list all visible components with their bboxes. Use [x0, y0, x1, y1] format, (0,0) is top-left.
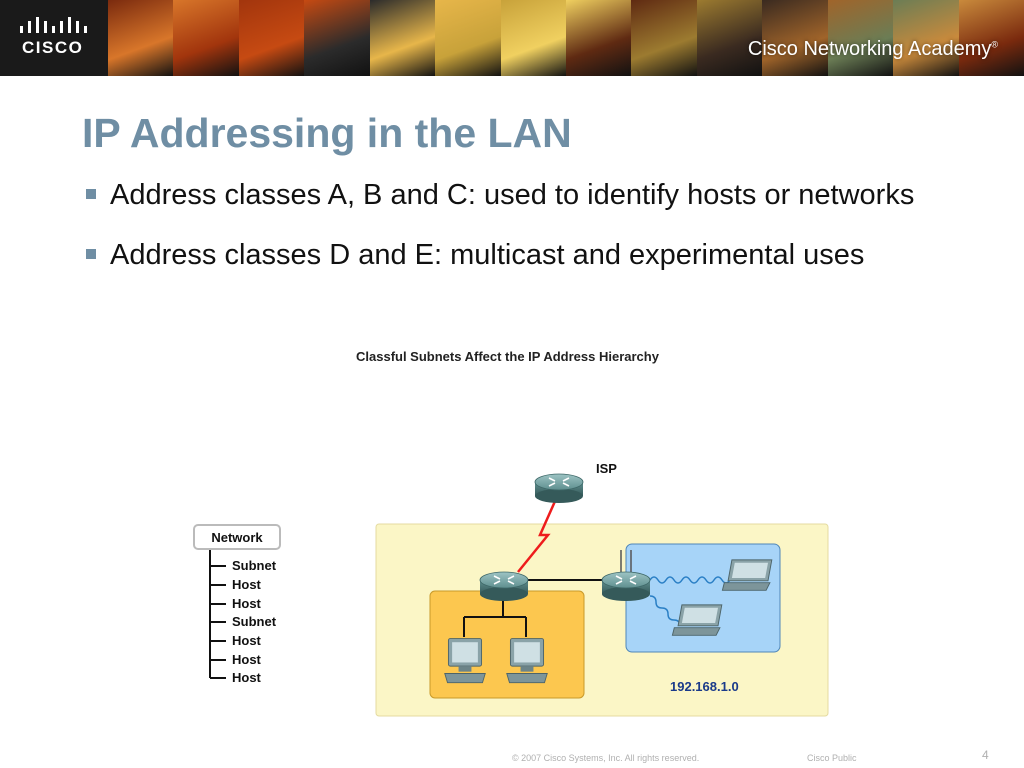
figure-caption: Classful Subnets Affect the IP Address H… [356, 349, 659, 364]
bullet-square-icon [86, 249, 96, 259]
tree-branch: Host [210, 596, 262, 611]
photo-tile [435, 0, 502, 76]
photo-tile [369, 0, 437, 76]
tree-child-label: Host [232, 670, 262, 685]
isp-label: ISP [596, 461, 617, 476]
tree-branch: Host [210, 670, 262, 685]
photo-tile [173, 0, 240, 76]
tree-child-label: Host [232, 652, 262, 667]
photo-tile [108, 0, 175, 76]
network-node-label: Network [211, 530, 263, 545]
tree-child-label: Host [232, 577, 262, 592]
bullet-item: Address classes A, B and C: used to iden… [82, 176, 952, 214]
photo-tile [958, 0, 1024, 76]
academy-title: Cisco Networking Academy® [747, 38, 998, 60]
tree-branch: Subnet [210, 558, 277, 573]
wireless-network-address: 192.168.1.0 [670, 679, 739, 694]
bullet-item: Address classes D and E: multicast and e… [82, 236, 952, 274]
photo-collage [108, 0, 1024, 76]
photo-tile [566, 0, 633, 76]
slide-title: IP Addressing in the LAN [82, 110, 572, 156]
tree-child-label: Host [232, 633, 262, 648]
classification-label: Cisco Public [807, 753, 857, 763]
lan-router-icon [479, 571, 529, 602]
network-node-box [193, 524, 281, 550]
tree-branch: Host [210, 652, 262, 667]
serial-link [517, 498, 558, 573]
pc-icon [506, 638, 548, 684]
bullet-square-icon [86, 189, 96, 199]
photo-tile [696, 0, 764, 76]
photo-tile [304, 0, 371, 76]
wireless-router-icon [601, 571, 651, 602]
cisco-logo: CISCO [0, 0, 108, 76]
cisco-bars-icon [20, 17, 87, 33]
wireless-wave [649, 576, 731, 584]
photo-tile [893, 0, 960, 76]
header-banner: CISCO Cisco Networking Academy® [0, 0, 1024, 76]
photo-tile [500, 0, 567, 76]
photo-tile [762, 0, 829, 76]
cisco-wordmark: CISCO [22, 38, 84, 57]
bullet-list: Address classes A, B and C: used to iden… [82, 176, 952, 296]
isp-router-icon [534, 473, 584, 504]
network-diagram: Network Subnet Host Host Subnet Host Hos… [193, 461, 829, 717]
hierarchy-tree: Network Subnet Host Host Subnet Host Hos… [193, 524, 281, 685]
page-number: 4 [982, 748, 989, 762]
copyright-notice: © 2007 Cisco Systems, Inc. All rights re… [512, 753, 700, 763]
bullet-text: Address classes D and E: multicast and e… [110, 239, 865, 271]
photo-tile [238, 0, 306, 76]
photo-tile [631, 0, 698, 76]
tree-branch: Host [210, 577, 262, 592]
tree-branch: Host [210, 633, 262, 648]
wireless-wave [649, 595, 681, 627]
pc-icon [444, 638, 486, 684]
tree-child-label: Subnet [232, 614, 277, 629]
tree-branch: Subnet [210, 614, 277, 629]
photo-tile [827, 0, 895, 76]
bullet-text: Address classes A, B and C: used to iden… [110, 179, 915, 211]
tree-child-label: Host [232, 596, 262, 611]
tree-child-label: Subnet [232, 558, 277, 573]
